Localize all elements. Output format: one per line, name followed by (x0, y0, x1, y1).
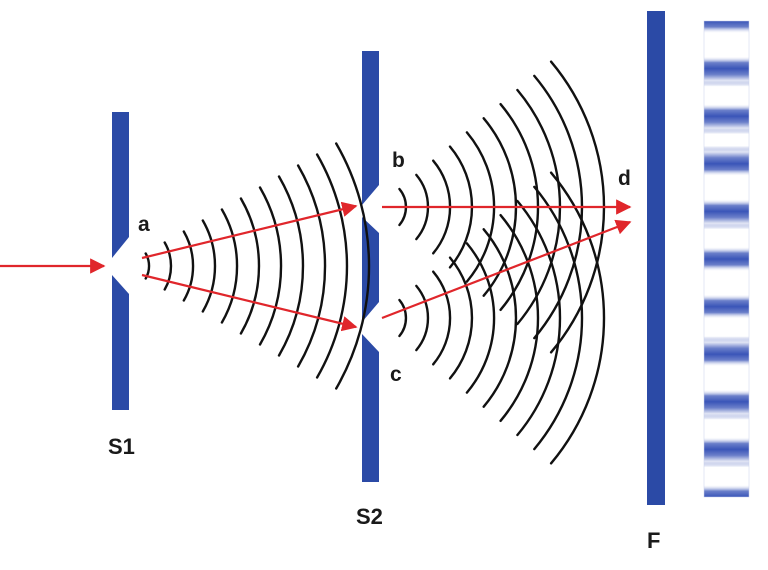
wavefronts-from-c (398, 171, 606, 465)
wavefront-arc (549, 171, 606, 465)
wavefront-arc (499, 214, 540, 422)
point-a-label: a (138, 213, 150, 236)
wavefront-arc (182, 230, 195, 302)
wavefront-arc (277, 175, 305, 357)
barrier-s2 (362, 51, 379, 482)
point-b-label: b (392, 149, 405, 172)
wavefront-arc (201, 219, 217, 313)
screen-f-label: F (647, 528, 660, 553)
wavefront-arc (432, 270, 452, 366)
wavefront-arc (220, 208, 239, 324)
wavefront-arc (296, 164, 327, 368)
wavefront-arc (258, 186, 283, 346)
barrier-s2-middle (362, 217, 379, 322)
wavefront-arc (239, 197, 261, 335)
barrier-s1-lower (112, 275, 129, 410)
wavefront-arc (482, 228, 518, 408)
slit-s1-label: S1 (108, 434, 135, 459)
screen-f (647, 11, 665, 505)
wavefront-arc (516, 199, 562, 437)
point-d-label: d (618, 167, 631, 190)
ray-c-to-d (381, 219, 632, 320)
barrier-s2-bottom (362, 334, 379, 482)
wavefront-arc (448, 256, 474, 380)
barrier-s1-upper (112, 112, 129, 258)
slit-s2-label: S2 (356, 504, 383, 529)
ray-a-to-b (141, 201, 358, 260)
wavefront-arc (163, 241, 173, 291)
ray-a-to-c (141, 273, 358, 332)
wavefront-arc (415, 284, 430, 352)
wavefront-arc (315, 153, 349, 379)
barrier-s2-top (362, 51, 379, 205)
wavefronts-from-a (144, 142, 371, 390)
point-c-label: c (390, 363, 402, 386)
fringe-strip (703, 20, 750, 498)
wavefront-arc (335, 142, 371, 390)
wavefront-arc (398, 298, 408, 338)
wavefront-arc (533, 185, 584, 451)
fringe-pattern (703, 20, 750, 498)
wavefront-arc (465, 242, 496, 394)
rays (0, 199, 632, 332)
barrier-s1 (112, 112, 129, 410)
